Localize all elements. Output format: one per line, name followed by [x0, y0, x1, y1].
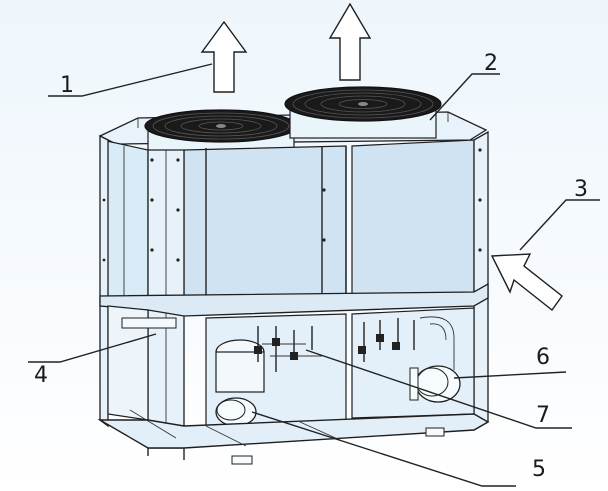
- compressor-right: [358, 316, 455, 370]
- coil-panel-front: [183, 139, 475, 301]
- callout-leaders: [28, 63, 600, 487]
- callout-6: 6: [536, 345, 550, 370]
- airflow-up-arrow-left: [200, 20, 248, 93]
- coil-panel-left-side: [101, 139, 149, 303]
- callout-3: 3: [574, 177, 588, 202]
- callout-1: 1: [60, 73, 74, 98]
- airflow-inlet-arrow: [490, 253, 563, 312]
- callout-5: 5: [532, 457, 546, 482]
- base-frame: [97, 409, 490, 465]
- water-inlet-pipe: [215, 397, 257, 427]
- frame-bolts: [102, 148, 482, 262]
- callout-4: 4: [34, 363, 48, 388]
- fan-right: [284, 86, 442, 139]
- water-outlet-cylinder: [409, 365, 461, 403]
- compressor-left: [215, 326, 322, 393]
- airflow-up-arrow-right: [328, 2, 372, 81]
- callout-7: 7: [536, 403, 550, 428]
- callout-2: 2: [484, 51, 498, 76]
